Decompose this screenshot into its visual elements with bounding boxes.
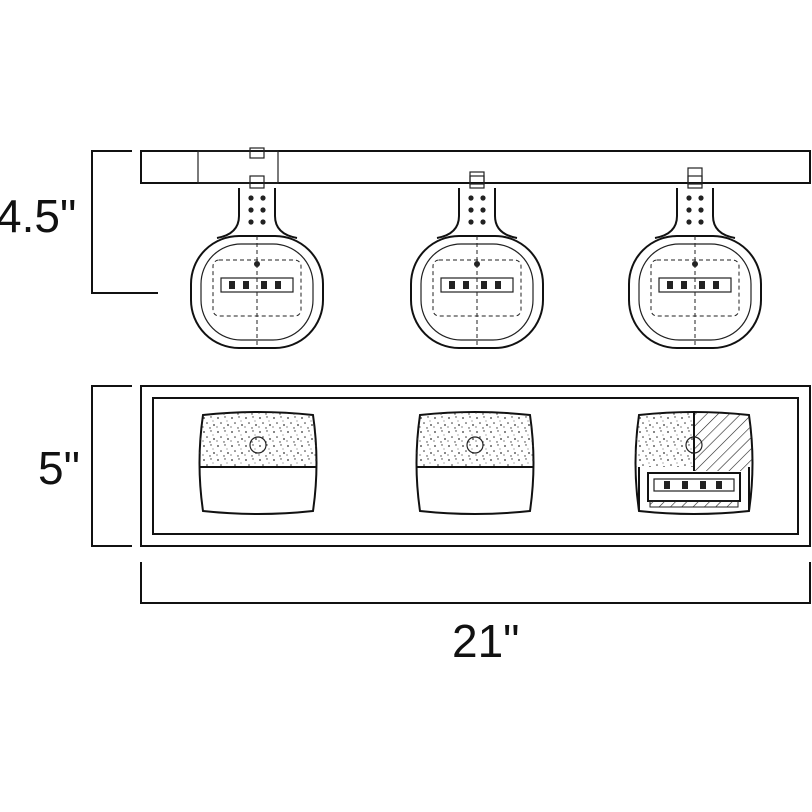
width-bracket [140, 562, 811, 604]
front-shade-1 [198, 411, 318, 515]
side-height-label: 4.5" [0, 190, 76, 242]
front-shade-3-cutaway [634, 411, 754, 515]
front-shade-2 [415, 411, 535, 515]
side-pendant-2 [410, 175, 544, 349]
side-pendant-1 [190, 175, 324, 349]
backplate-outer [140, 385, 811, 547]
backplate-inner [152, 397, 799, 535]
side-view: 4.5" [0, 147, 811, 349]
side-height-bracket [91, 150, 158, 294]
front-height-label: 5" [38, 442, 80, 494]
canopy-bar [140, 150, 811, 184]
mounting-plate [197, 150, 279, 184]
front-view: 5" 21" [38, 385, 811, 667]
front-height-bracket [91, 385, 132, 547]
width-label: 21" [452, 615, 520, 667]
side-pendant-3 [628, 175, 762, 349]
